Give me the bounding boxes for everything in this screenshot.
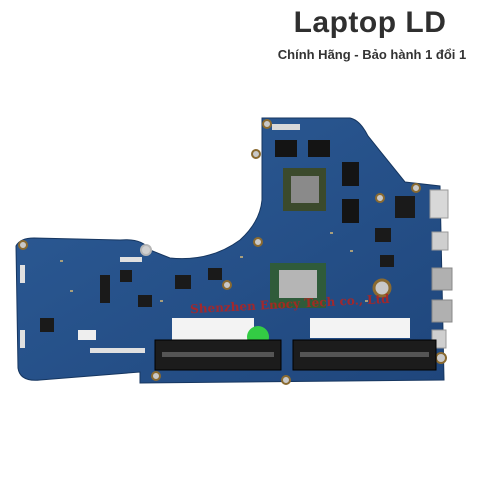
smd-component: [160, 300, 163, 302]
mount-hole: [411, 183, 421, 193]
brand-title: Laptop LD: [293, 6, 447, 39]
sticker: [172, 318, 254, 342]
mount-hole: [262, 119, 272, 129]
gpu-die: [291, 176, 319, 203]
vram-chip: [342, 199, 359, 223]
smd-component: [70, 290, 73, 292]
ribbon-connector: [20, 265, 25, 283]
chip: [175, 275, 191, 289]
port: [431, 231, 449, 251]
mount-hole: [253, 237, 263, 247]
pcb-board: [15, 117, 445, 384]
vram-chip: [275, 140, 297, 157]
brand-subtitle: Chính Hãng - Bảo hành 1 đổi 1: [277, 47, 467, 62]
chip: [138, 295, 152, 307]
mount-hole: [375, 193, 385, 203]
mount-hole: [222, 280, 232, 290]
chip: [380, 255, 394, 267]
cpu-die: [279, 270, 317, 298]
sticker: [310, 318, 410, 338]
ram-slot-pins: [300, 352, 429, 357]
smd-component: [60, 260, 63, 262]
usb-port: [431, 299, 453, 323]
ribbon-connector: [20, 330, 25, 348]
chip: [100, 275, 110, 303]
smd-component: [350, 250, 353, 252]
port: [429, 189, 449, 219]
chip: [40, 318, 54, 332]
chip: [395, 196, 415, 218]
ram-slot-pins: [162, 352, 274, 357]
usb-port: [431, 267, 453, 291]
vram-chip: [308, 140, 330, 157]
smd-component: [240, 256, 243, 258]
ribbon-connector: [90, 348, 145, 353]
mount-hole: [281, 375, 291, 385]
smd-component: [330, 232, 333, 234]
mount-hole: [18, 240, 28, 250]
mount-hole: [372, 278, 392, 298]
mount-hole: [151, 371, 161, 381]
mount-hole: [251, 149, 261, 159]
smd-component: [365, 300, 368, 302]
top-connector: [272, 124, 300, 130]
mount-hole: [140, 244, 152, 256]
mount-hole: [435, 352, 447, 364]
chip: [208, 268, 222, 280]
chip: [120, 270, 132, 282]
vram-chip: [342, 162, 359, 186]
ribbon-connector: [120, 257, 142, 262]
sticker: [78, 330, 96, 340]
chip: [375, 228, 391, 242]
